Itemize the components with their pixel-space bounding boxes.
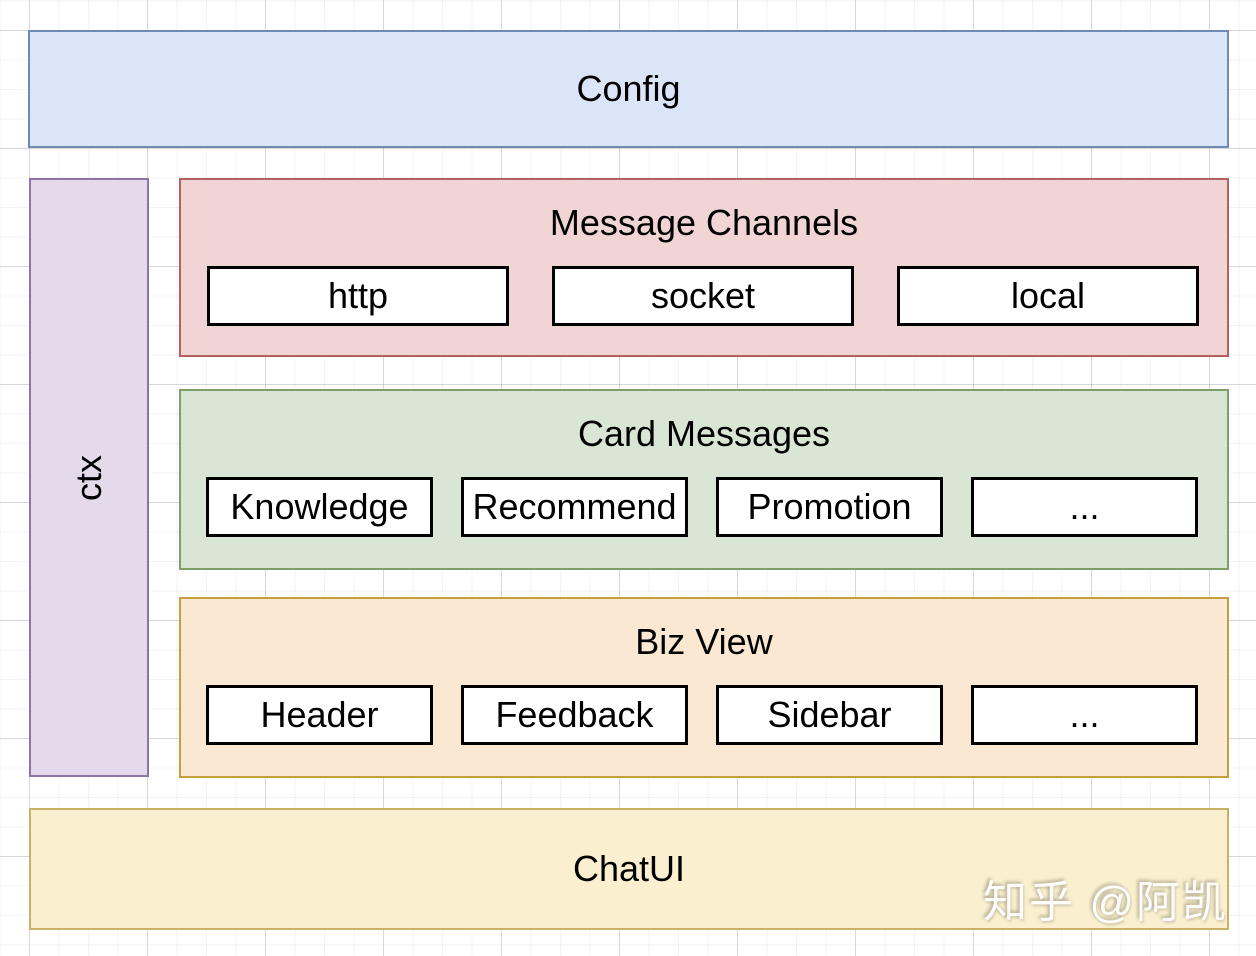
card-messages-section: Card Messages Knowledge Recommend Promot…	[179, 389, 1229, 570]
channel-box-socket: socket	[552, 266, 854, 326]
biz-view-title: Biz View	[635, 621, 773, 662]
biz-box-header: Header	[206, 685, 433, 745]
chatui-layer-label: ChatUI	[572, 848, 686, 889]
biz-view-section: Biz View Header Feedback Sidebar ...	[179, 597, 1229, 778]
card-messages-items-row: Knowledge Recommend Promotion ...	[181, 477, 1227, 537]
card-box-promotion-label: Promotion	[747, 486, 912, 527]
biz-box-sidebar: Sidebar	[716, 685, 943, 745]
config-layer-label: Config	[576, 68, 681, 109]
message-channels-section: Message Channels http socket local	[179, 178, 1229, 357]
channel-box-local: local	[897, 266, 1199, 326]
ctx-layer-label: ctx	[67, 454, 109, 501]
biz-box-header-label: Header	[260, 694, 379, 735]
message-channels-title: Message Channels	[549, 202, 859, 243]
biz-box-ellipsis: ...	[971, 685, 1198, 745]
card-box-ellipsis-label: ...	[1069, 486, 1100, 527]
card-box-promotion: Promotion	[716, 477, 943, 537]
message-channels-items-row: http socket local	[181, 266, 1227, 326]
channel-box-http-label: http	[327, 275, 389, 316]
channel-box-socket-label: socket	[650, 275, 756, 316]
card-box-recommend: Recommend	[461, 477, 688, 537]
biz-box-feedback-label: Feedback	[495, 694, 654, 735]
card-messages-title: Card Messages	[577, 413, 831, 454]
biz-box-ellipsis-label: ...	[1069, 694, 1100, 735]
channel-box-http: http	[207, 266, 509, 326]
card-box-ellipsis: ...	[971, 477, 1198, 537]
biz-box-sidebar-label: Sidebar	[767, 694, 892, 735]
card-box-knowledge: Knowledge	[206, 477, 433, 537]
biz-box-feedback: Feedback	[461, 685, 688, 745]
card-box-knowledge-label: Knowledge	[230, 486, 409, 527]
chatui-layer-box: ChatUI	[29, 808, 1229, 930]
config-layer-box: Config	[28, 30, 1229, 148]
zhihu-watermark: 知乎 @阿凯	[983, 878, 1228, 927]
ctx-layer-box: ctx	[29, 178, 149, 777]
card-box-recommend-label: Recommend	[472, 486, 677, 527]
channel-box-local-label: local	[1010, 275, 1086, 316]
biz-view-items-row: Header Feedback Sidebar ...	[181, 685, 1227, 745]
